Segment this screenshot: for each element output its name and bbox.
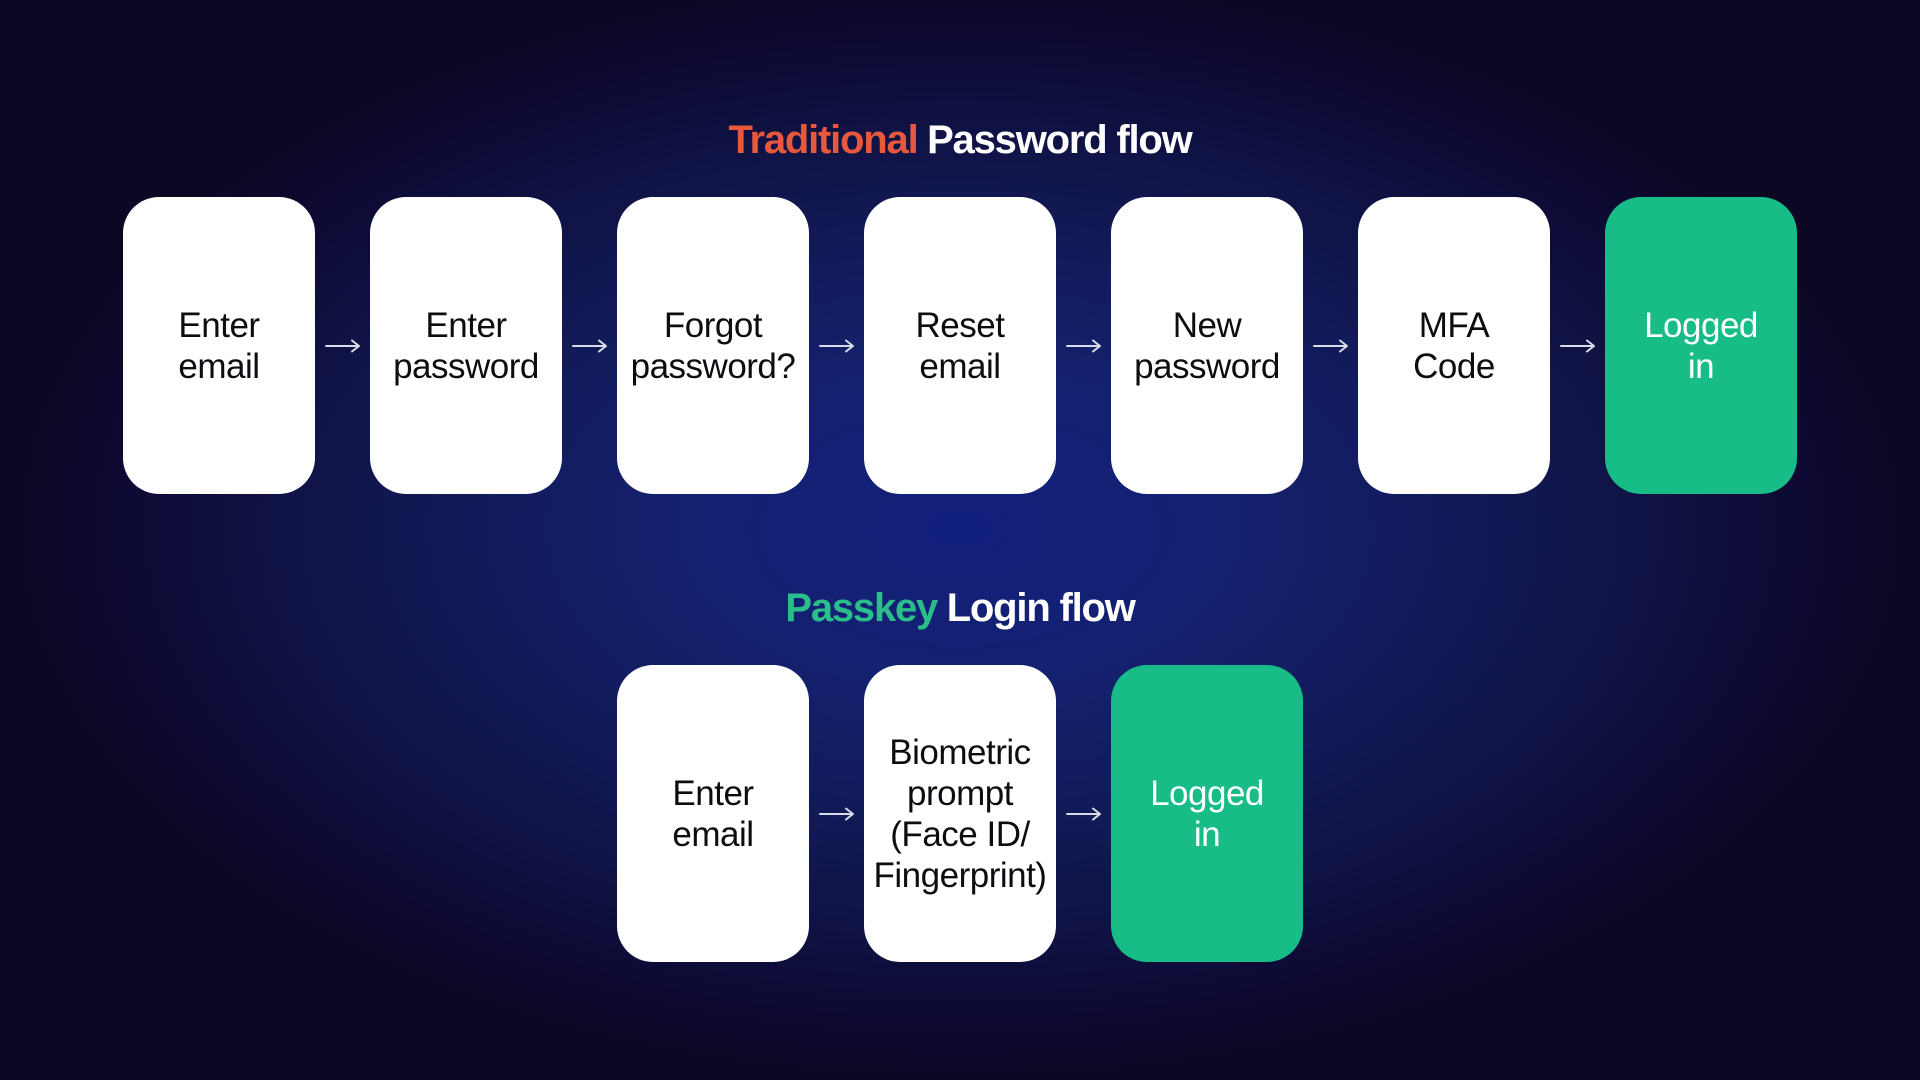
title-rest-password-flow: Password flow xyxy=(927,118,1193,162)
step-label: Enter email xyxy=(672,773,754,854)
step-label: Biometric prompt (Face ID/ Fingerprint) xyxy=(873,732,1047,895)
step-logged-in: Logged in xyxy=(1605,197,1797,494)
title-accent-traditional: Traditional xyxy=(728,118,918,162)
step-reset-email: Reset email xyxy=(864,197,1056,494)
step-label: New password xyxy=(1134,305,1280,386)
arrow-cell xyxy=(562,197,617,494)
step-forgot-password: Forgot password? xyxy=(617,197,809,494)
step-label: Reset email xyxy=(915,305,1005,386)
right-arrow-icon xyxy=(818,807,854,820)
step-label: Logged in xyxy=(1150,773,1264,854)
step-label: MFA Code xyxy=(1413,305,1495,386)
step-new-password: New password xyxy=(1111,197,1303,494)
step-logged-in: Logged in xyxy=(1111,665,1303,962)
step-label: Logged in xyxy=(1644,305,1758,386)
step-biometric-prompt: Biometric prompt (Face ID/ Fingerprint) xyxy=(864,665,1056,962)
arrow-cell xyxy=(1303,197,1358,494)
step-label: Enter password xyxy=(393,305,539,386)
right-arrow-icon xyxy=(571,339,607,352)
right-arrow-icon xyxy=(1312,339,1348,352)
arrow-cell xyxy=(1550,197,1605,494)
title-rest-login-flow: Login flow xyxy=(946,586,1136,630)
right-arrow-icon xyxy=(1559,339,1595,352)
arrow-cell xyxy=(809,665,864,962)
right-arrow-icon xyxy=(1065,339,1101,352)
arrow-cell xyxy=(315,197,370,494)
title-accent-passkey: Passkey xyxy=(785,586,938,630)
step-mfa-code: MFA Code xyxy=(1358,197,1550,494)
step-enter-email: Enter email xyxy=(617,665,809,962)
arrow-cell xyxy=(1056,665,1111,962)
passkey-flow-row: Enter email Biometric prompt (Face ID/ F… xyxy=(0,665,1920,962)
right-arrow-icon xyxy=(1065,807,1101,820)
arrow-cell xyxy=(1056,197,1111,494)
right-arrow-icon xyxy=(818,339,854,352)
traditional-flow-row: Enter email Enter password Forgot passwo… xyxy=(0,197,1920,494)
step-label: Enter email xyxy=(178,305,260,386)
step-label: Forgot password? xyxy=(630,305,796,386)
step-enter-password: Enter password xyxy=(370,197,562,494)
step-enter-email: Enter email xyxy=(123,197,315,494)
right-arrow-icon xyxy=(324,339,360,352)
arrow-cell xyxy=(809,197,864,494)
